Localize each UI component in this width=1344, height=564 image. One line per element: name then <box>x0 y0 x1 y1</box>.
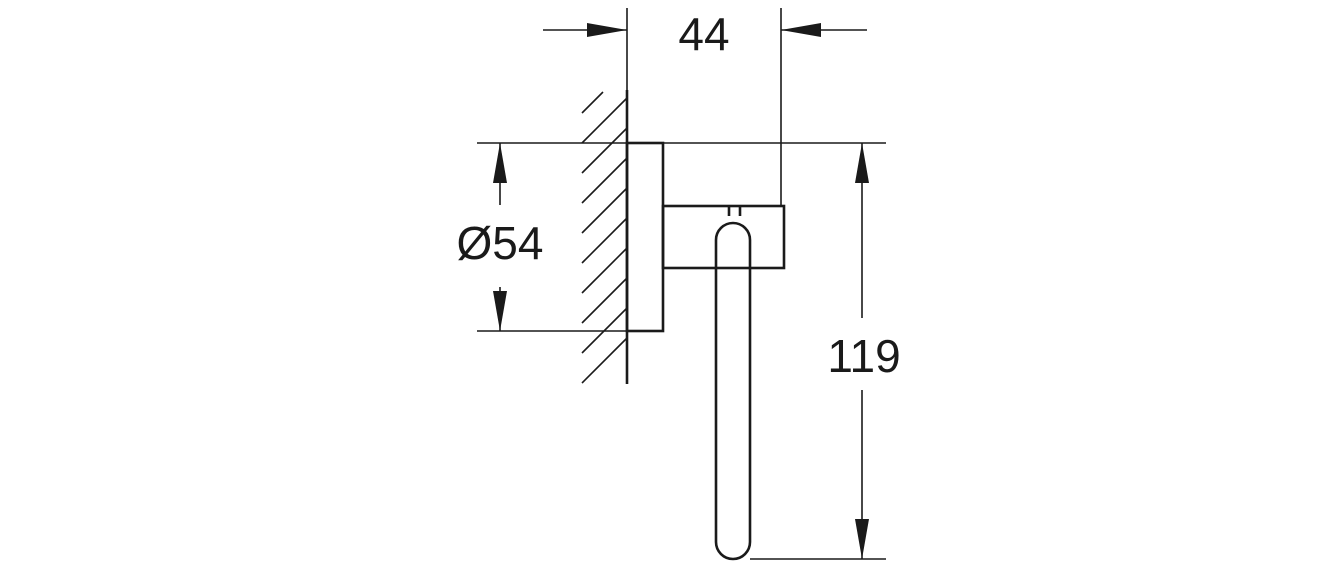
rosette <box>625 141 665 333</box>
depth-dimension: 44 <box>543 8 867 206</box>
hook <box>714 205 752 561</box>
hook-loop <box>714 221 752 561</box>
height-dimension-label: 119 <box>827 330 900 382</box>
holder-body <box>625 141 786 561</box>
wall <box>581 90 629 384</box>
depth-dimension-label: 44 <box>678 8 729 60</box>
wall-hatching <box>581 91 628 384</box>
depth-arrow-right <box>781 23 821 37</box>
depth-arrow-left <box>587 23 627 37</box>
height-arrow-top <box>855 143 869 183</box>
diameter-dimension: Ø54 <box>457 142 627 332</box>
arm <box>661 204 786 270</box>
height-arrow-bottom <box>855 519 869 559</box>
diameter-dimension-label: Ø54 <box>457 217 544 269</box>
diameter-arrow-top <box>493 143 507 183</box>
diameter-arrow-bottom <box>493 291 507 331</box>
height-dimension: 119 <box>663 142 901 560</box>
